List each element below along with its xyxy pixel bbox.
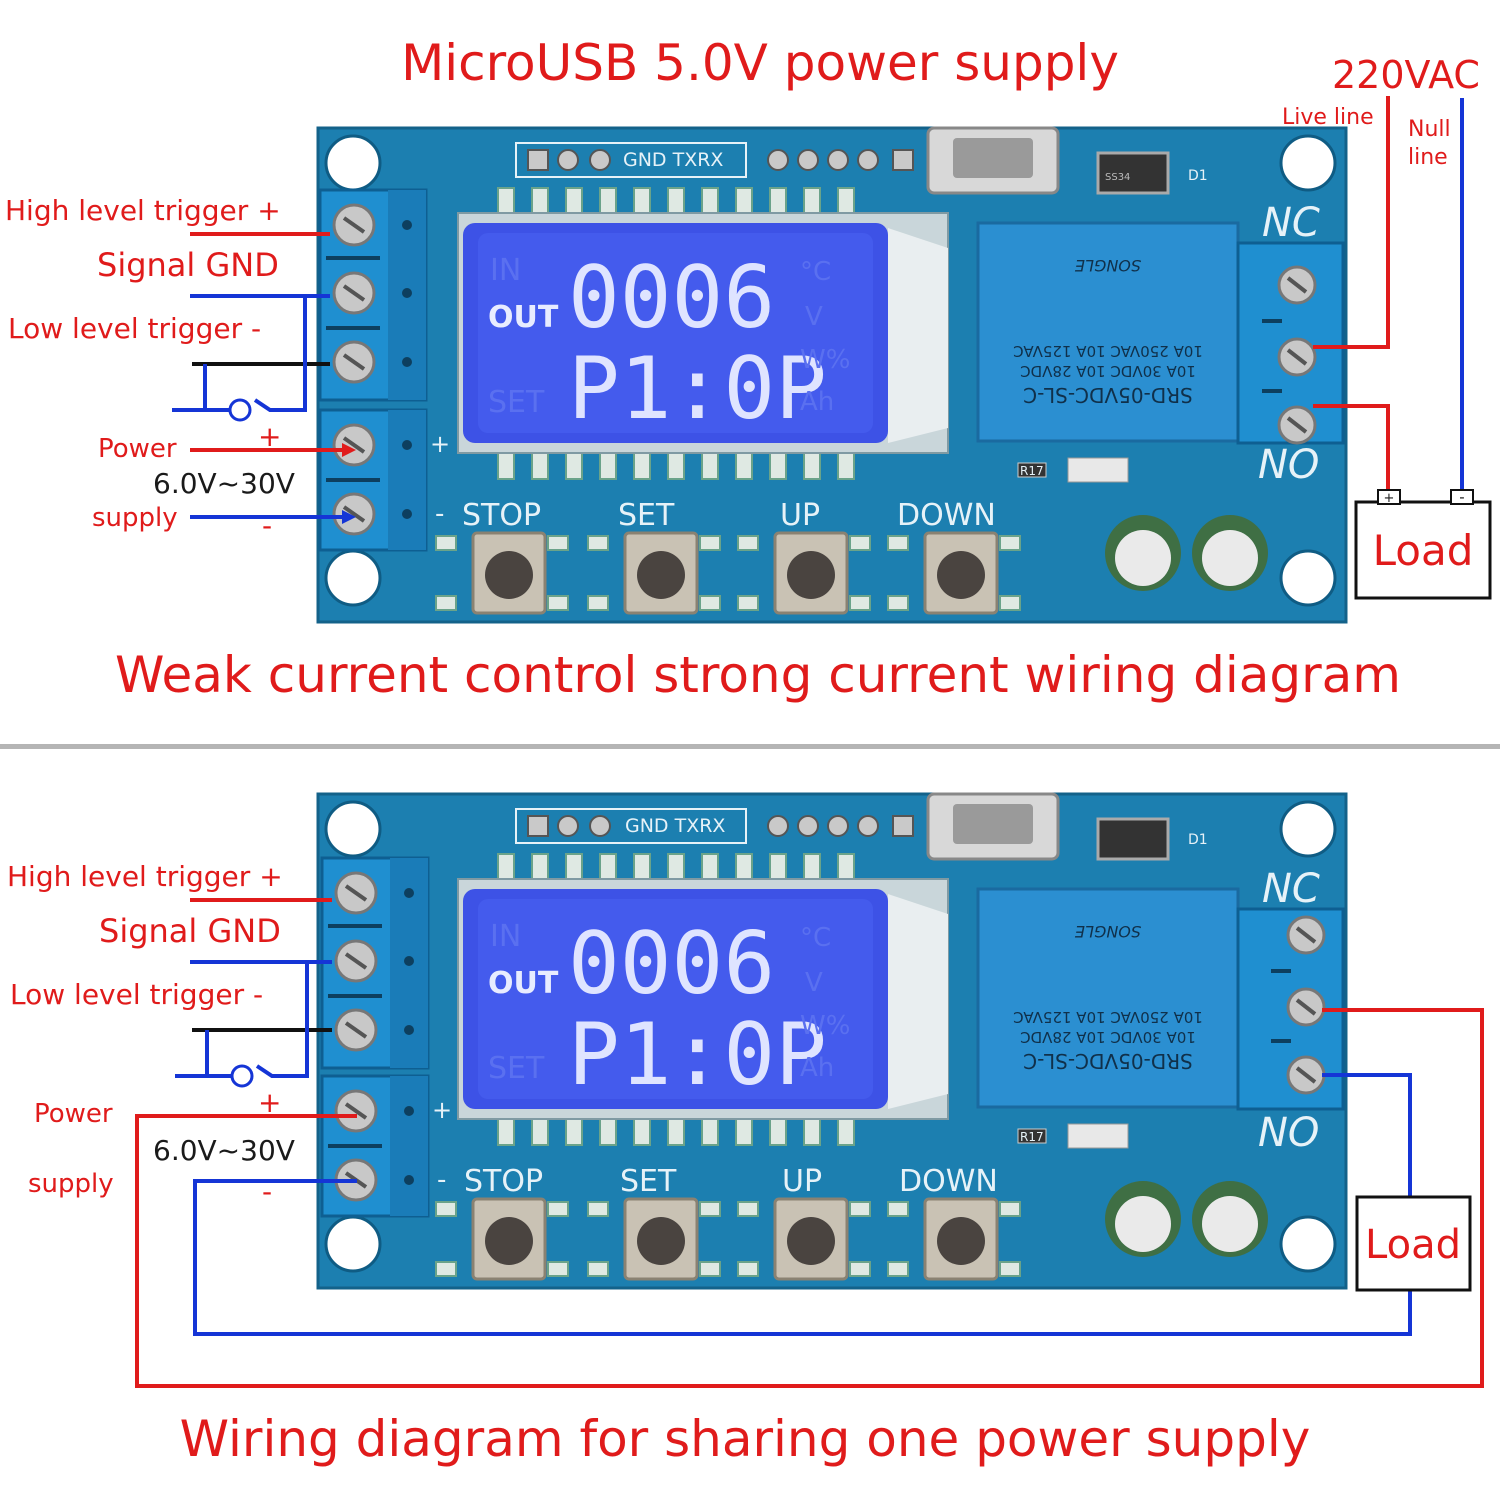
up-label: UP <box>780 498 820 533</box>
bottom-switch-wire <box>175 964 309 1078</box>
top-caption: Weak current control strong current wiri… <box>115 646 1401 704</box>
bottom-load-wire <box>1322 1073 1412 1197</box>
bottom-power-label: Power <box>34 1099 113 1129</box>
bottom-set-label: SET <box>620 1164 677 1199</box>
panel-divider <box>0 744 1500 749</box>
lcd-in: IN <box>490 253 521 288</box>
bottom-input-terminal <box>320 856 430 1070</box>
top-minus-mark: - <box>262 509 272 542</box>
bottom-board-minus: - <box>437 1165 446 1195</box>
top-voltage-label: 6.0V~30V <box>153 467 295 500</box>
relay-brand: SONGLE <box>1074 256 1141 275</box>
relay-rating-1: 10A 30VDC 10A 28VDC <box>1020 362 1196 380</box>
top-high-trigger-label: High level trigger + <box>5 194 281 227</box>
lcd-unit-c: °C <box>800 257 831 287</box>
diode-label: D1 <box>1188 168 1208 184</box>
null-line-label-2: line <box>1408 145 1448 170</box>
header-label: GND TXRX <box>623 149 723 171</box>
bottom-lcd-out: OUT <box>488 966 559 1001</box>
bottom-power-terminal <box>320 1074 430 1218</box>
bottom-signal-gnd-label: Signal GND <box>99 912 281 950</box>
top-load-box <box>1354 500 1492 600</box>
load-minus-terminal: - <box>1459 488 1464 506</box>
bottom-plus-mark: + <box>258 1086 281 1119</box>
top-panel: MicroUSB 5.0V power supply GND TXRX D1 S… <box>5 34 1492 704</box>
bottom-lcd-unit-v: V <box>805 968 823 998</box>
live-line-label: Live line <box>1282 105 1374 130</box>
top-power-terminal <box>318 408 428 552</box>
bottom-high-trigger-label: High level trigger + <box>7 860 283 893</box>
bottom-panel: GND TXRX D1 NC NO R17 + - SRD-05VDC-SL-C… <box>7 792 1484 1468</box>
stop-label: STOP <box>462 498 541 533</box>
top-title: MicroUSB 5.0V power supply <box>401 34 1119 92</box>
bottom-down-label: DOWN <box>899 1164 998 1199</box>
bottom-load-box <box>1355 1195 1472 1292</box>
bottom-header-label: GND TXRX <box>625 815 725 837</box>
relay-model: SRD-05VDC-SL-C <box>1023 383 1193 407</box>
set-label: SET <box>618 498 675 533</box>
live-wire <box>1313 96 1390 349</box>
bottom-lcd-unit-w: W% <box>800 1011 850 1041</box>
top-supply-label: supply <box>92 503 178 533</box>
bottom-minus-mark: - <box>262 1175 272 1208</box>
board-minus: - <box>435 499 444 529</box>
bottom-supply-label: supply <box>28 1169 114 1199</box>
top-switch-wire <box>172 298 307 412</box>
shared-red-loop <box>135 1008 1484 1388</box>
nc-label: NC <box>1262 200 1320 246</box>
lcd-out: OUT <box>488 300 559 335</box>
bottom-relay-brand: SONGLE <box>1074 922 1141 941</box>
bottom-relay-model: SRD-05VDC-SL-C <box>1023 1049 1193 1073</box>
top-input-terminal <box>318 188 428 402</box>
bottom-lcd-unit-c: °C <box>800 923 831 953</box>
resistor-label: R17 <box>1020 464 1044 478</box>
ac-label: 220VAC <box>1332 53 1480 97</box>
bottom-load-label: Load <box>1365 1222 1461 1268</box>
bottom-switch-icon <box>230 1064 254 1088</box>
bottom-resistor-label: R17 <box>1020 1130 1044 1144</box>
no-label: NO <box>1258 442 1319 488</box>
bottom-caption: Wiring diagram for sharing one power sup… <box>180 1410 1311 1468</box>
bottom-stop-label: STOP <box>464 1164 543 1199</box>
lcd-set: SET <box>488 385 545 420</box>
board-plus: + <box>430 430 450 458</box>
bottom-board-plus: + <box>432 1096 452 1124</box>
bottom-nc-label: NC <box>1262 866 1320 912</box>
bottom-lcd-row1: 0006 <box>568 914 775 1014</box>
lcd-unit-ah: Ah <box>800 387 834 417</box>
lcd-unit-v: V <box>805 302 823 332</box>
shared-blue-loop <box>193 1179 1412 1336</box>
bottom-lcd-set: SET <box>488 1051 545 1086</box>
top-plus-mark: + <box>258 420 281 453</box>
bottom-low-trigger-label: Low level trigger - <box>10 978 263 1011</box>
bottom-up-label: UP <box>782 1164 822 1199</box>
bottom-diode-label: D1 <box>1188 832 1208 848</box>
load-plus-terminal: + <box>1384 491 1395 506</box>
bottom-lcd-row2: P1:0P <box>568 1005 827 1105</box>
top-switch-icon <box>228 398 252 422</box>
down-label: DOWN <box>897 498 996 533</box>
bottom-no-label: NO <box>1258 1110 1319 1156</box>
bottom-voltage-label: 6.0V~30V <box>153 1134 295 1167</box>
relay-rating-2: 10A 250VAC 10A 125VAC <box>1013 342 1203 360</box>
top-low-trigger-label: Low level trigger - <box>8 312 261 345</box>
null-line-label-1: Null <box>1408 117 1451 142</box>
diode-code: SS34 <box>1105 172 1130 183</box>
lcd-row2: P1:0P <box>568 339 827 439</box>
top-signal-gnd-label: Signal GND <box>97 246 279 284</box>
bottom-lcd-unit-ah: Ah <box>800 1053 834 1083</box>
lcd-row1: 0006 <box>568 248 775 348</box>
bottom-relay-rating-2: 10A 250VAC 10A 125VAC <box>1013 1008 1203 1026</box>
lcd-unit-w: W% <box>800 345 850 375</box>
top-load-label: Load <box>1373 526 1474 575</box>
bottom-lcd-in: IN <box>490 919 521 954</box>
top-load-wire <box>1313 404 1390 490</box>
bottom-relay-rating-1: 10A 30VDC 10A 28VDC <box>1020 1028 1196 1046</box>
top-power-label: Power <box>98 434 177 464</box>
